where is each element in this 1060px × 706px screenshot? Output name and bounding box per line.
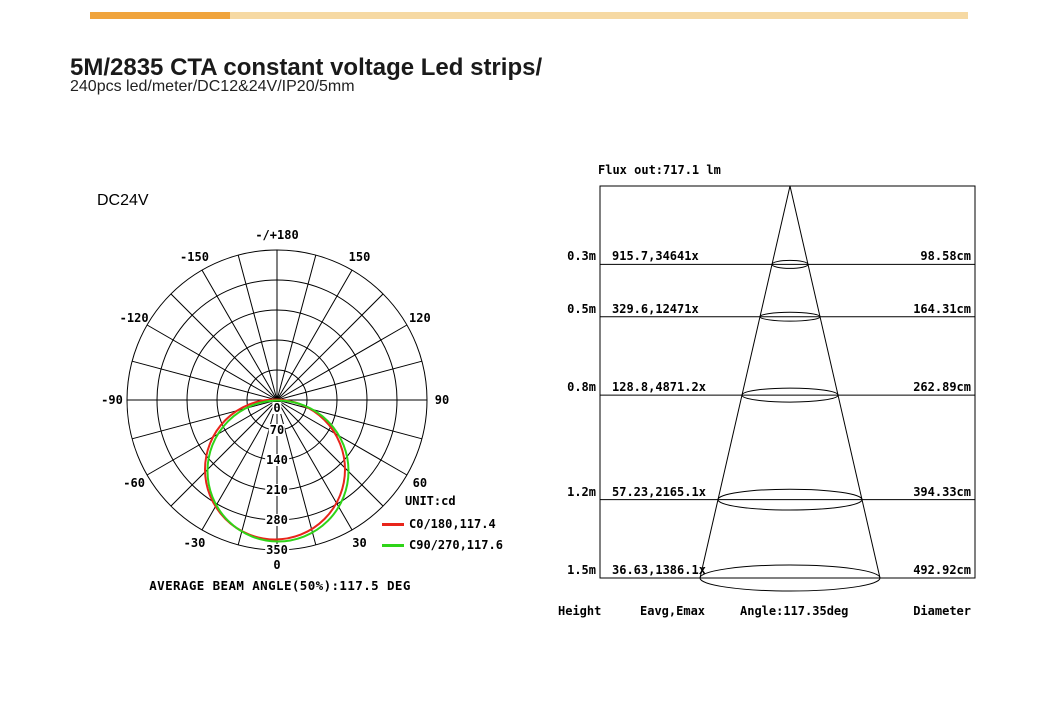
polar-grid-spoke xyxy=(276,254,317,401)
polar-grid-spoke xyxy=(276,399,408,476)
cone-row-diameter: 394.33cm xyxy=(913,484,971,499)
cone-spread-ellipse xyxy=(699,564,881,592)
unit-label: UNIT:cd xyxy=(405,494,456,508)
cone-edge-left xyxy=(699,185,791,579)
polar-center-label: 0 xyxy=(272,401,282,415)
polar-angle-label: -30 xyxy=(183,535,206,550)
polar-angle-label: 30 xyxy=(352,535,367,550)
polar-angle-label: -90 xyxy=(101,393,123,407)
polar-grid-spoke xyxy=(146,324,278,401)
legend-entry-c90: C90/270,117.6 xyxy=(382,538,503,552)
cone-row-eavg: 128.8,4871.2x xyxy=(612,380,706,395)
cone-diagram-svg xyxy=(599,185,976,592)
cone-spread-ellipse xyxy=(771,259,809,269)
top-accent-bar-left xyxy=(90,12,230,19)
polar-grid-spoke xyxy=(276,293,384,401)
polar-angle-label: -150 xyxy=(180,250,209,265)
lobe-c90-270 xyxy=(206,399,350,543)
polar-angle-label: -60 xyxy=(123,475,145,490)
polar-grid-spoke xyxy=(170,293,278,401)
cone-row-height: 0.8m xyxy=(567,380,596,395)
polar-grid-spoke xyxy=(131,399,278,440)
cone-spread-ellipse xyxy=(741,387,839,403)
cone-spread-ellipse xyxy=(717,488,863,511)
c0-line-swatch-icon xyxy=(382,522,404,526)
cone-spread-ellipse xyxy=(759,311,821,322)
page-title: 5M/2835 CTA constant voltage Led strips/ xyxy=(70,54,543,82)
cone-row-diameter: 98.58cm xyxy=(920,249,971,264)
flux-out-label: Flux out:717.1 lm xyxy=(598,163,721,177)
polar-grid-spoke xyxy=(201,399,278,531)
polar-grid-spoke xyxy=(237,254,278,401)
polar-ring-label: 280 xyxy=(265,513,289,527)
cone-footer-diameter: Diameter xyxy=(913,604,971,618)
polar-distribution-chart: DC24V -/+180 -150 150 -120 120 -90 90 -60 60 -30 3… xyxy=(80,180,560,620)
legend-label-c90: C90/270,117.6 xyxy=(409,538,503,552)
polar-grid-spoke xyxy=(170,399,278,507)
cone-footer-height: Height xyxy=(558,604,602,618)
polar-ring-label: 70 xyxy=(268,423,286,437)
polar-angle-label: -/+180 xyxy=(255,228,299,242)
cone-row-diameter: 262.89cm xyxy=(913,380,971,395)
legend: C0/180,117.4 C90/270,117.6 xyxy=(382,517,503,559)
cone-row-eavg: 915.7,34641x xyxy=(612,249,699,264)
polar-angle-label: 90 xyxy=(434,393,450,407)
cone-row-eavg: 329.6,12471x xyxy=(612,301,699,316)
legend-entry-c0: C0/180,117.4 xyxy=(382,517,503,531)
polar-grid-spoke xyxy=(276,399,353,531)
polar-angle-label: 150 xyxy=(348,250,371,265)
cone-table-border xyxy=(599,185,976,579)
polar-grid-spoke xyxy=(276,269,353,401)
polar-angle-label: 60 xyxy=(412,475,428,490)
cone-row-height: 0.3m xyxy=(567,249,596,264)
cone-row-eavg: 57.23,2165.1x xyxy=(612,484,706,499)
polar-grid-spoke xyxy=(131,360,278,401)
polar-grid-spoke xyxy=(276,399,423,440)
cone-row-height: 0.5m xyxy=(567,301,596,316)
cone-footer-angle: Angle:117.35deg xyxy=(740,604,849,618)
polar-ring-label: 350 xyxy=(265,543,289,557)
lobe-c0-180 xyxy=(204,398,346,541)
c90-line-swatch-icon xyxy=(382,543,404,547)
average-beam-angle-text: AVERAGE BEAM ANGLE(50%):117.5 DEG xyxy=(149,578,411,593)
voltage-label: DC24V xyxy=(97,192,149,209)
polar-ring-label: 140 xyxy=(265,453,289,467)
polar-ring-label: 210 xyxy=(265,483,289,497)
cone-row-height: 1.5m xyxy=(567,563,596,577)
polar-angle-label: -120 xyxy=(119,310,149,325)
polar-grid-spoke xyxy=(276,360,423,401)
polar-grid-spoke xyxy=(201,269,278,401)
cone-row-diameter: 164.31cm xyxy=(913,301,971,316)
beam-cone-chart: Flux out:717.1 lm 0.3m 915.7,34641x 98.58c… xyxy=(550,158,1030,638)
cone-edge-right xyxy=(789,185,881,579)
page-subtitle: 240pcs led/meter/DC12&24V/IP20/5mm xyxy=(70,78,355,95)
legend-label-c0: C0/180,117.4 xyxy=(409,517,496,531)
polar-angle-label: 120 xyxy=(409,310,431,325)
cone-row-diameter: 492.92cm xyxy=(913,563,971,577)
cone-footer-eavg: Eavg,Emax xyxy=(640,604,706,618)
polar-grid-spoke xyxy=(276,399,384,507)
polar-grid-spoke xyxy=(276,324,408,401)
cone-row-eavg: 36.63,1386.1x xyxy=(612,563,706,577)
top-accent-bar-right xyxy=(230,12,968,19)
polar-angle-label: 0 xyxy=(273,558,281,572)
cone-row-height: 1.2m xyxy=(567,484,596,499)
